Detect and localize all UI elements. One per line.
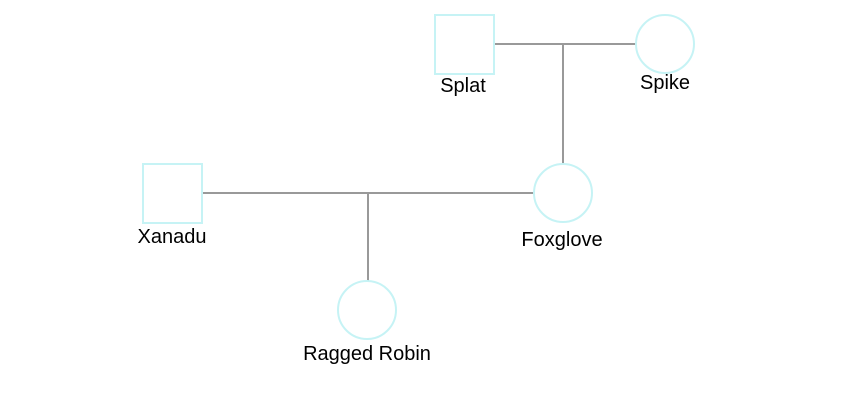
label-xanadu: Xanadu (138, 226, 207, 248)
label-ragged-robin: Ragged Robin (303, 343, 431, 365)
label-foxglove: Foxglove (521, 229, 602, 251)
label-splat: Splat (440, 75, 486, 97)
node-xanadu[interactable] (142, 163, 203, 224)
individual-labels: Splat Spike Xanadu Foxglove Ragged Robin (138, 72, 691, 365)
node-spike[interactable] (635, 14, 695, 74)
label-spike: Spike (640, 72, 690, 94)
individual-nodes (142, 14, 695, 340)
node-splat[interactable] (434, 14, 495, 75)
node-foxglove[interactable] (533, 163, 593, 223)
node-ragged-robin[interactable] (337, 280, 397, 340)
relationship-lines (202, 43, 636, 281)
